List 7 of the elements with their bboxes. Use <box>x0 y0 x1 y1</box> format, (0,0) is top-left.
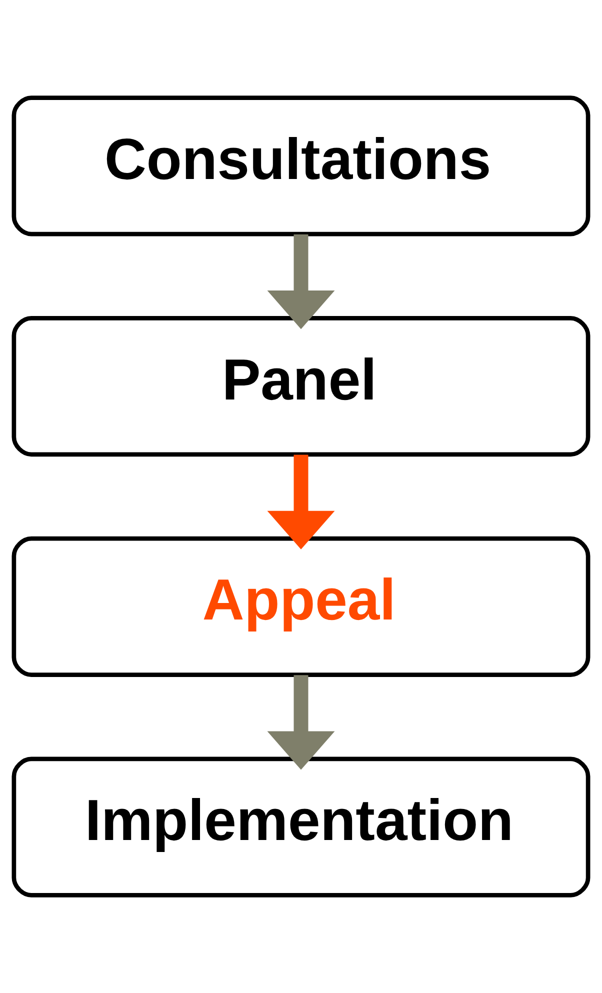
node-box: Panel <box>12 316 590 457</box>
node-box: Consultations <box>12 96 590 236</box>
node-box: Appeal <box>12 536 590 677</box>
arrow <box>267 675 335 770</box>
arrow <box>267 454 335 550</box>
node-box: Implementation <box>12 756 590 898</box>
arrow <box>267 234 335 330</box>
